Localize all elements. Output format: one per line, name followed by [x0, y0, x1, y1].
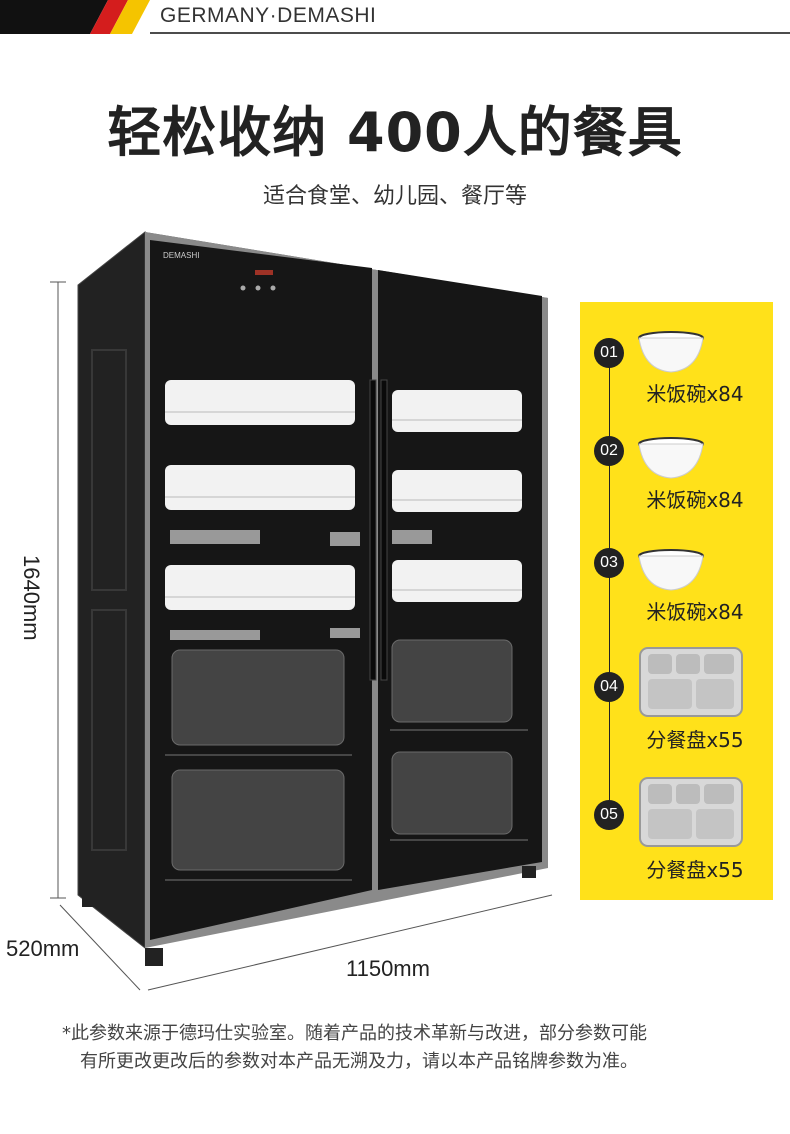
width-dimension: 1150mm	[346, 956, 430, 981]
disclaimer-line-2: 有所更改更改后的参数对本产品无溯及力，请以本产品铭牌参数为准。	[80, 1051, 638, 1072]
page-title: 轻松收纳 400人的餐具	[107, 101, 683, 164]
item-label: 米饭碗x84	[646, 382, 744, 406]
list-item: 01 米饭碗x84	[580, 330, 773, 440]
item-number-badge: 03	[594, 548, 624, 578]
page-subtitle: 适合食堂、幼儿园、餐厅等	[262, 184, 527, 209]
bowl-icon	[638, 331, 704, 373]
bowl-icon	[638, 549, 704, 591]
disclaimer-line-1: *此参数来源于德玛仕实验室。随着产品的技术革新与改进，部分参数可能	[62, 1023, 647, 1044]
brand-stripe	[0, 0, 790, 34]
tray-icon	[639, 777, 743, 847]
item-number-badge: 05	[594, 800, 624, 830]
timeline-line	[609, 350, 610, 820]
item-label: 米饭碗x84	[646, 600, 744, 624]
depth-dimension: 520mm	[6, 936, 80, 961]
item-label: 分餐盘x55	[646, 728, 744, 752]
disclaimer: *此参数来源于德玛仕实验室。随着产品的技术革新与改进，部分参数可能 有所更改更改…	[62, 1020, 762, 1076]
list-item: 03 米饭碗x84	[580, 548, 773, 658]
cabinet-illustration: DEMASHI	[50, 230, 553, 991]
brand-name: GERMANY·DEMASHI	[160, 4, 377, 27]
list-item: 04 分餐盘x55	[580, 646, 773, 756]
tray-icon	[639, 647, 743, 717]
height-dimension: 1640mm	[19, 555, 44, 641]
bowl-icon	[638, 437, 704, 479]
item-number-badge: 01	[594, 338, 624, 368]
item-label: 米饭碗x84	[646, 488, 744, 512]
list-item: 05 分餐盘x55	[580, 776, 773, 886]
item-number-badge: 02	[594, 436, 624, 466]
list-item: 02 米饭碗x84	[580, 436, 773, 546]
item-number-badge: 04	[594, 672, 624, 702]
cabinet-logo: DEMASHI	[163, 251, 199, 260]
capacity-panel: 01 米饭碗x84 02 米饭碗x84 03 米饭碗x84 04	[580, 302, 773, 900]
item-label: 分餐盘x55	[646, 858, 744, 882]
